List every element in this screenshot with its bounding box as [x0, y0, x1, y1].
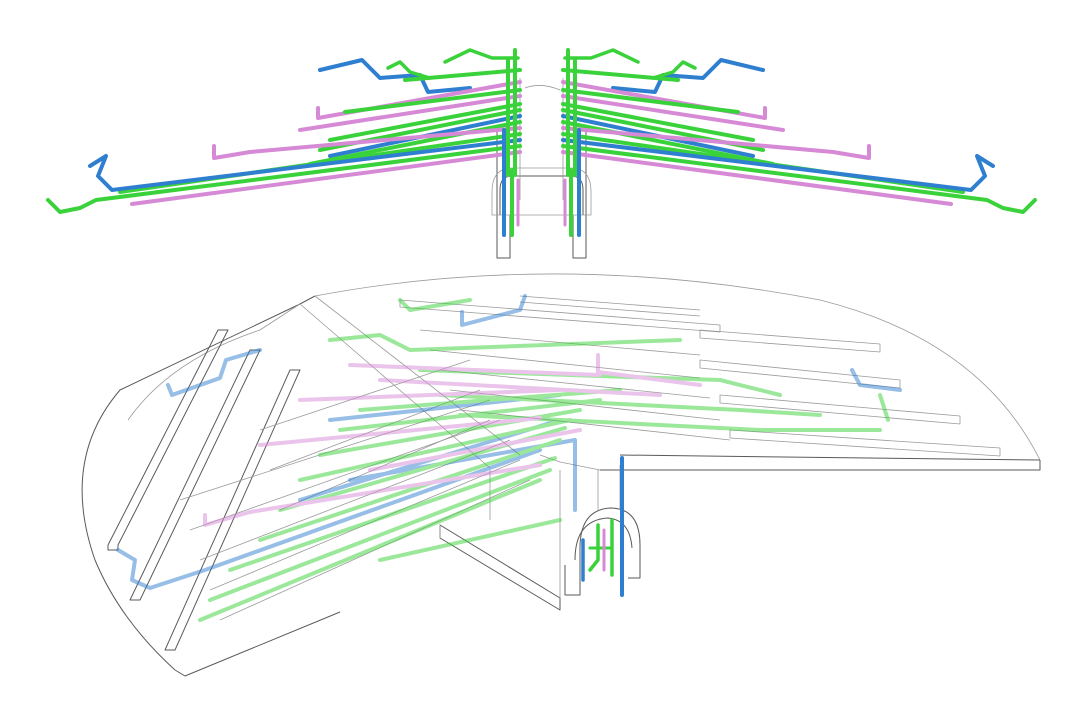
- top-right-wing: [561, 48, 1037, 237]
- top-left-wing: [46, 48, 522, 237]
- top-view: [46, 48, 1037, 259]
- platform-outline: [81, 273, 1041, 677]
- bottom-view: [81, 273, 1041, 677]
- structural-beams: [107, 295, 1001, 651]
- tunnel-pipes: [581, 456, 624, 597]
- bottom-pipes: [116, 294, 902, 622]
